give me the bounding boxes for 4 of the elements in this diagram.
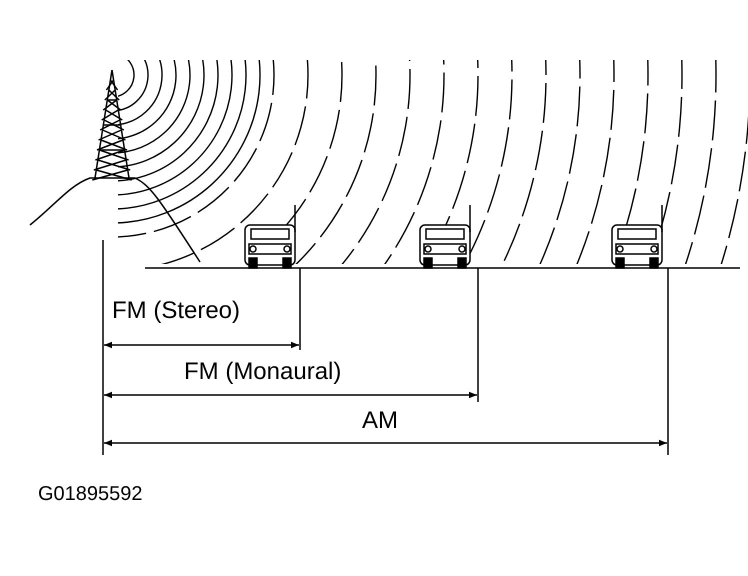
range-label: AM: [362, 409, 398, 433]
range-label: FM (Monaural): [184, 360, 342, 384]
range-label: FM (Stereo): [112, 299, 240, 323]
figure-code: G01895592: [38, 484, 143, 504]
